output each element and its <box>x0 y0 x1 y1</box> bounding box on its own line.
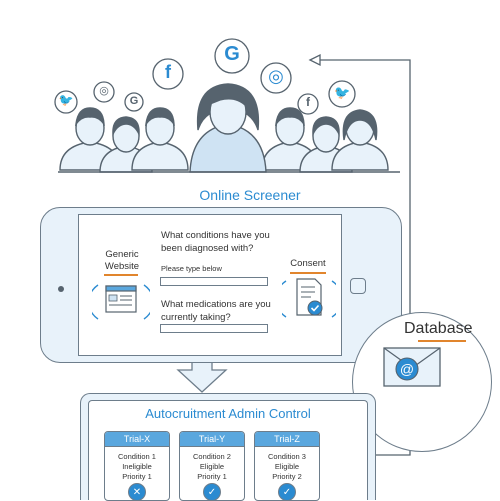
email-database-icon: @ <box>383 347 441 387</box>
trial-card-z[interactable]: Trial-Z Condition 3 Eligible Priority 2 … <box>254 431 320 501</box>
crowd-illustration <box>54 38 400 173</box>
admin-title: Autocruitment Admin Control <box>145 406 311 421</box>
database-label: Database <box>404 320 473 337</box>
bubble <box>54 90 78 114</box>
trial-priority: Priority 1 <box>197 472 227 481</box>
website-icon <box>92 284 150 320</box>
facebook-icon: f <box>165 62 171 82</box>
instagram-icon: ◎ <box>268 66 284 86</box>
instagram-icon: ◎ <box>99 85 109 97</box>
twitter-icon: 🐦 <box>58 93 74 107</box>
question-medications: What medications are you currently takin… <box>161 299 271 323</box>
trial-card-y[interactable]: Trial-Y Condition 2 Eligible Priority 1 … <box>179 431 245 501</box>
google-icon: G <box>224 43 240 65</box>
person-figure <box>59 107 121 171</box>
person-figure <box>131 107 189 171</box>
trial-name: Trial-Z <box>255 432 319 447</box>
person-figure-center <box>189 83 267 173</box>
conditions-input[interactable] <box>160 277 268 286</box>
check-icon: ✓ <box>203 483 221 500</box>
input-hint: Please type below <box>161 264 222 273</box>
medications-input[interactable] <box>160 324 268 333</box>
trial-card-x[interactable]: Trial-X Condition 1 Ineligible Priority … <box>104 431 170 501</box>
person-figure <box>331 109 389 171</box>
trial-status: Eligible <box>199 462 225 471</box>
consent-label: Consent <box>290 258 326 269</box>
trial-condition: Condition 2 <box>193 452 231 461</box>
trial-name: Trial-Y <box>180 432 244 447</box>
trial-name: Trial-X <box>105 432 169 447</box>
svg-text:@: @ <box>400 361 414 377</box>
google-icon: G <box>129 95 139 107</box>
consent-label-underline <box>290 272 326 274</box>
section-title: Online Screener <box>199 187 301 203</box>
trial-status: Ineligible <box>122 462 152 471</box>
facebook-icon: f <box>306 95 310 109</box>
trial-priority: Priority 1 <box>122 472 152 481</box>
website-label: Generic Website <box>104 249 140 272</box>
twitter-icon: 🐦 <box>334 85 351 100</box>
trial-status: Eligible <box>274 462 300 471</box>
trial-condition: Condition 3 <box>268 452 306 461</box>
check-icon: ✓ <box>278 483 296 500</box>
tablet-home-button[interactable] <box>350 278 366 294</box>
website-label-underline <box>104 274 138 276</box>
close-icon: ✕ <box>128 483 146 500</box>
consent-document-icon <box>282 278 336 318</box>
database-label-underline <box>418 340 466 342</box>
tablet-camera <box>58 286 64 292</box>
trial-condition: Condition 1 <box>118 452 156 461</box>
trial-priority: Priority 2 <box>272 472 302 481</box>
question-conditions: What conditions have you been diagnosed … <box>161 230 270 254</box>
